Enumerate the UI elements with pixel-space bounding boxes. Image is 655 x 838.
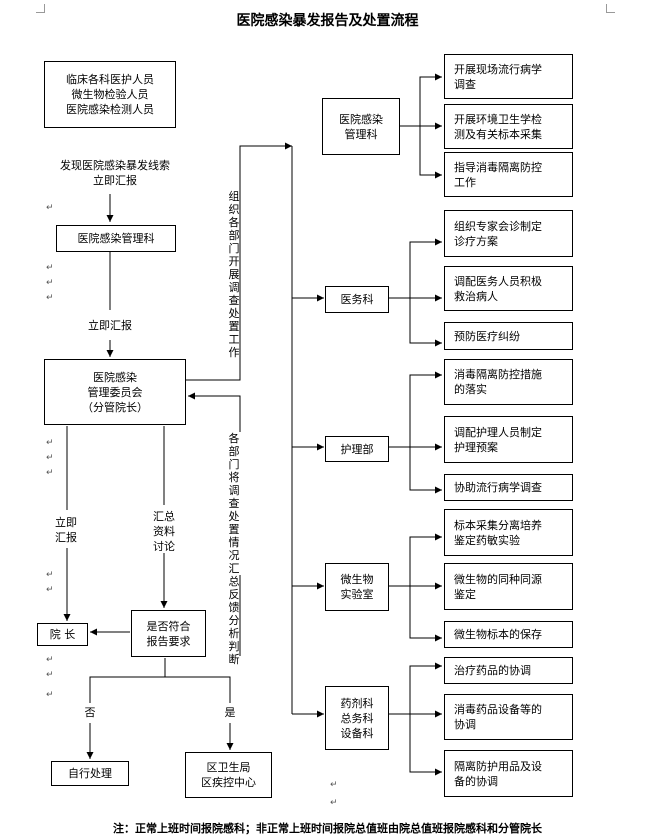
paragraph-mark: ↵ <box>46 293 54 303</box>
task-box-1-text: 开展现场流行病学 调查 <box>454 62 542 91</box>
task-box-9-text: 协助流行病学调查 <box>454 481 542 494</box>
box-infection-mgmt-dept-text: 医院感染管理科 <box>77 232 155 245</box>
task-box-7-text: 消毒隔离防控措施 的落实 <box>454 368 542 396</box>
task-box-14: 消毒药品设备等的 协调 <box>444 694 573 740</box>
box-self-handle: 自行处理 <box>51 761 129 786</box>
label-feedback: 各 部 门 将 调 查 处 置 情 况 汇 总 反 馈 分 析 判 断 <box>228 432 240 666</box>
line-committee-organize <box>186 142 292 381</box>
bracket-group3 <box>389 371 442 448</box>
paragraph-mark: ↵ <box>330 798 338 808</box>
task-box-10: 标本采集分离培养 鉴定药敏实验 <box>444 509 573 556</box>
task-box-5-text: 调配医务人员积极 救治病人 <box>454 274 542 303</box>
box-president: 院 长 <box>37 623 88 646</box>
label-yes: 是 <box>224 706 236 719</box>
paragraph-mark: ↵ <box>330 780 338 790</box>
box-infection-mgmt-right: 医院感染 管理科 <box>322 98 400 155</box>
paragraph-mark: ↵ <box>46 263 54 273</box>
box-infection-mgmt-dept: 医院感染管理科 <box>56 225 176 252</box>
box-microbio-lab-text: 微生物 实验室 <box>340 573 374 601</box>
bracket-group2 <box>389 238 442 299</box>
box-health-bureau-text: 区卫生局 区疾控中心 <box>201 761 256 789</box>
task-box-11: 微生物的同种同源 鉴定 <box>444 563 573 610</box>
box-nursing: 护理部 <box>325 436 389 462</box>
box-medical-affairs-text: 医务科 <box>340 293 374 306</box>
box-committee-text: 医院感染 管理委员会 （分管院长） <box>82 370 148 414</box>
arrow-t6 <box>409 298 442 347</box>
box-staff-text: 临床各科医护人员 微生物检验人员 医院感染检测人员 <box>66 73 154 116</box>
task-box-12: 微生物标本的保存 <box>444 621 573 648</box>
box-nursing-text: 护理部 <box>340 442 374 456</box>
task-box-8: 调配护理人员制定 护理预案 <box>444 416 573 463</box>
task-box-5: 调配医务人员积极 救治病人 <box>444 266 573 311</box>
box-medical-affairs: 医务科 <box>325 286 389 313</box>
box-health-bureau: 区卫生局 区疾控中心 <box>185 752 272 798</box>
task-box-14-text: 消毒药品设备等的 协调 <box>454 703 542 731</box>
paragraph-mark: ↵ <box>46 655 54 665</box>
box-committee: 医院感染 管理委员会 （分管院长） <box>44 359 186 425</box>
arrow-t9 <box>409 447 442 494</box>
footnote: 注：正常上班时间报院感科；非正常上班时间报院总值班由院总值班报院感科和分管院长 <box>113 822 542 835</box>
task-box-7: 消毒隔离防控措施 的落实 <box>444 359 573 405</box>
paragraph-mark: ↵ <box>46 570 54 580</box>
paragraph-mark: ↵ <box>46 670 54 680</box>
task-box-2-text: 开展环境卫生学检 测及有关标本采集 <box>454 112 542 141</box>
branch-no-yes <box>89 658 166 703</box>
task-box-3: 指导消毒隔离防控 工作 <box>444 152 573 197</box>
task-box-13-text: 治疗药品的协调 <box>454 664 531 677</box>
branch-yes <box>165 676 231 703</box>
task-box-2: 开展环境卫生学检 测及有关标本采集 <box>444 104 573 149</box>
box-meets-requirement-text: 是否符合 报告要求 <box>146 619 191 648</box>
paragraph-mark: ↵ <box>46 438 54 448</box>
task-box-8-text: 调配护理人员制定 护理预案 <box>454 425 542 454</box>
label-summary: 汇总 资料 讨论 <box>153 510 175 553</box>
task-box-15-text: 隔离防护用品及设 备的协调 <box>454 759 542 788</box>
box-staff: 临床各科医护人员 微生物检验人员 医院感染检测人员 <box>44 61 176 128</box>
bracket-group4 <box>389 533 442 587</box>
task-box-9: 协助流行病学调查 <box>444 474 573 501</box>
task-box-15: 隔离防护用品及设 备的协调 <box>444 750 573 797</box>
box-pharmacy-text: 药剂科 总务科 设备科 <box>340 696 374 740</box>
box-president-text: 院 长 <box>49 628 76 641</box>
label-report-now-left: 立即 汇报 <box>55 516 77 544</box>
task-box-6-text: 预防医疗纠纷 <box>454 329 520 343</box>
paragraph-mark: ↵ <box>46 278 54 288</box>
page-corner-mark-tl <box>36 4 45 13</box>
task-box-13: 治疗药品的协调 <box>444 657 573 684</box>
task-box-1: 开展现场流行病学 调查 <box>444 54 573 99</box>
paragraph-mark: ↵ <box>46 453 54 463</box>
paragraph-mark: ↵ <box>46 690 54 700</box>
box-microbio-lab: 微生物 实验室 <box>325 563 389 611</box>
box-pharmacy: 药剂科 总务科 设备科 <box>325 686 389 750</box>
paragraph-mark: ↵ <box>46 585 54 595</box>
task-box-6: 预防医疗纠纷 <box>444 322 573 350</box>
arrow-t12 <box>409 586 442 642</box>
box-infection-mgmt-right-text: 医院感染 管理科 <box>339 112 383 141</box>
task-box-10-text: 标本采集分离培养 鉴定药敏实验 <box>454 518 542 547</box>
task-box-3-text: 指导消毒隔离防控 工作 <box>454 160 542 189</box>
task-box-4-text: 组织专家会诊制定 诊疗方案 <box>454 219 542 248</box>
label-organize: 组 织 各 部 门 开 展 调 查 处 置 工 作 <box>228 190 240 359</box>
paragraph-mark: ↵ <box>46 203 54 213</box>
arrow-t3 <box>419 126 442 179</box>
paragraph-mark: ↵ <box>46 468 54 478</box>
arrow-t15 <box>409 714 442 776</box>
bracket-group1 <box>400 73 442 127</box>
label-discover: 发现医院感染暴发线索 立即汇报 <box>60 159 170 187</box>
page-corner-mark-tr <box>606 4 615 13</box>
label-no: 否 <box>84 706 96 719</box>
box-self-handle-text: 自行处理 <box>68 767 112 780</box>
task-box-4: 组织专家会诊制定 诊疗方案 <box>444 210 573 257</box>
page-title: 医院感染暴发报告及处置流程 <box>236 13 419 29</box>
bracket-group5 <box>389 662 442 715</box>
task-box-11-text: 微生物的同种同源 鉴定 <box>454 572 542 601</box>
box-meets-requirement: 是否符合 报告要求 <box>131 610 206 657</box>
task-box-12-text: 微生物标本的保存 <box>454 628 542 641</box>
arrow-feedback-to-committee <box>188 392 241 432</box>
label-report-now: 立即汇报 <box>88 319 132 332</box>
